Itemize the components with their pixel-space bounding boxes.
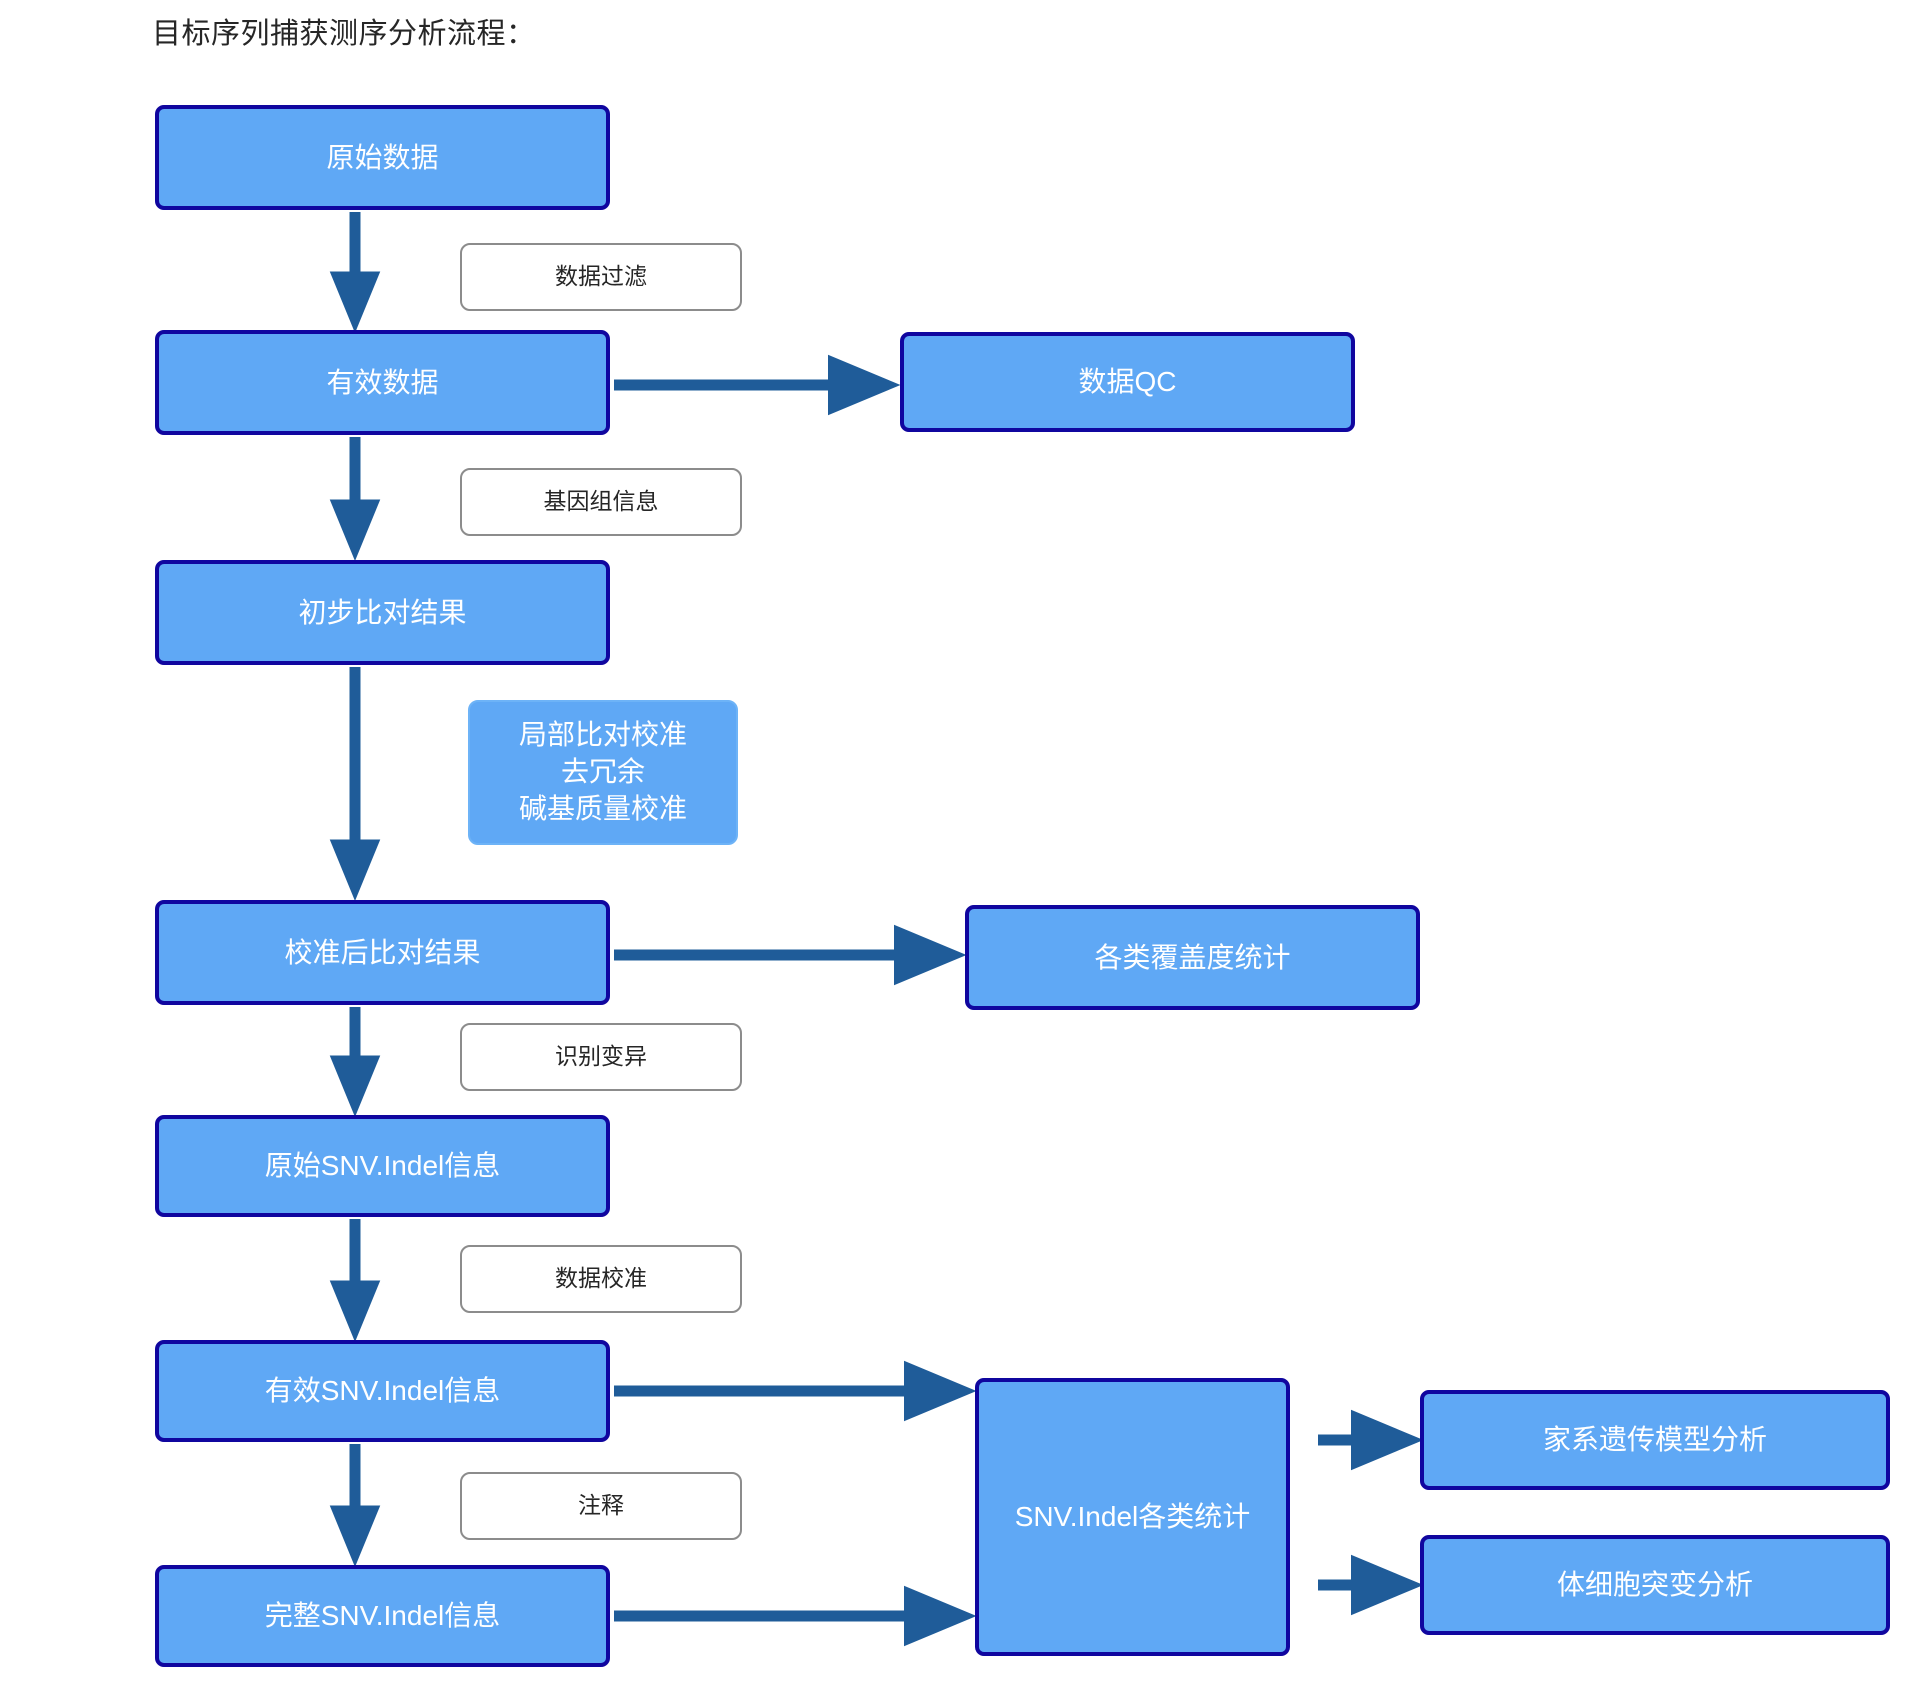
label-data-calibration: 数据校准 xyxy=(460,1245,742,1313)
node-calibrated-alignment[interactable]: 校准后比对结果 xyxy=(155,900,610,1005)
node-raw-data[interactable]: 原始数据 xyxy=(155,105,610,210)
node-valid-data[interactable]: 有效数据 xyxy=(155,330,610,435)
label-data-filter: 数据过滤 xyxy=(460,243,742,311)
label-genome-info: 基因组信息 xyxy=(460,468,742,536)
node-family-genetics[interactable]: 家系遗传模型分析 xyxy=(1420,1390,1890,1490)
label-annotation: 注释 xyxy=(460,1472,742,1540)
node-initial-alignment[interactable]: 初步比对结果 xyxy=(155,560,610,665)
label-variant-calling: 识别变异 xyxy=(460,1023,742,1091)
node-coverage-stats[interactable]: 各类覆盖度统计 xyxy=(965,905,1420,1010)
node-data-qc[interactable]: 数据QC xyxy=(900,332,1355,432)
node-alignment-processing[interactable]: 局部比对校准 去冗余 碱基质量校准 xyxy=(468,700,738,845)
node-full-snv-indel[interactable]: 完整SNV.Indel信息 xyxy=(155,1565,610,1667)
node-valid-snv-indel[interactable]: 有效SNV.Indel信息 xyxy=(155,1340,610,1442)
node-snv-indel-stats[interactable]: SNV.Indel各类统计 xyxy=(975,1378,1290,1656)
page-title: 目标序列捕获测序分析流程： xyxy=(152,18,536,50)
node-raw-snv-indel[interactable]: 原始SNV.Indel信息 xyxy=(155,1115,610,1217)
node-somatic-mutation[interactable]: 体细胞突变分析 xyxy=(1420,1535,1890,1635)
